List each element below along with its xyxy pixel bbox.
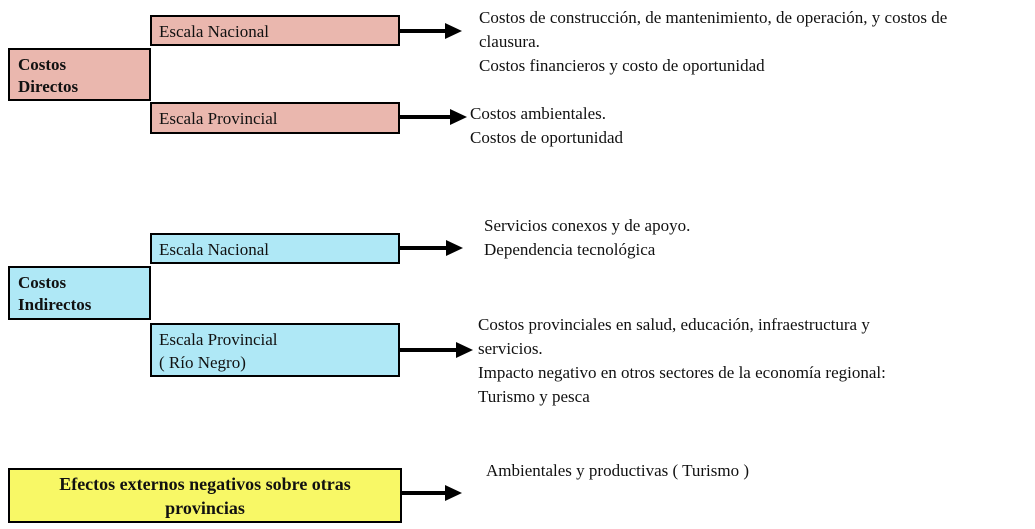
arrow-directos-nacional — [400, 29, 445, 33]
escala-nacional-directos-box: Escala Nacional — [150, 15, 400, 46]
costos-indirectos-box: Costos Indirectos — [8, 266, 151, 320]
arrow-indirectos-nacional — [400, 246, 446, 250]
efectos-externos-description: Ambientales y productivas ( Turismo ) — [486, 461, 750, 480]
escala-provincial-directos-box: Escala Provincial — [150, 102, 400, 134]
arrow-directos-provincial — [400, 115, 450, 119]
directos-nacional-description: Costos de construcción, de mantenimiento… — [479, 8, 948, 75]
arrow-indirectos-provincial — [400, 348, 456, 352]
escala-nacional-indirectos-box: Escala Nacional — [150, 233, 400, 264]
efectos-externos-box: Efectos externos negativos sobre otras p… — [8, 468, 402, 523]
directos-provincial-description: Costos ambientales. Costos de oportunida… — [470, 104, 623, 147]
indirectos-nacional-description: Servicios conexos y de apoyo. Dependenci… — [484, 216, 691, 259]
arrow-efectos-externos — [401, 491, 445, 495]
costos-directos-box: Costos Directos — [8, 48, 151, 101]
escala-provincial-indirectos-box: Escala Provincial ( Río Negro) — [150, 323, 400, 377]
indirectos-provincial-description: Costos provinciales en salud, educación,… — [478, 315, 886, 406]
